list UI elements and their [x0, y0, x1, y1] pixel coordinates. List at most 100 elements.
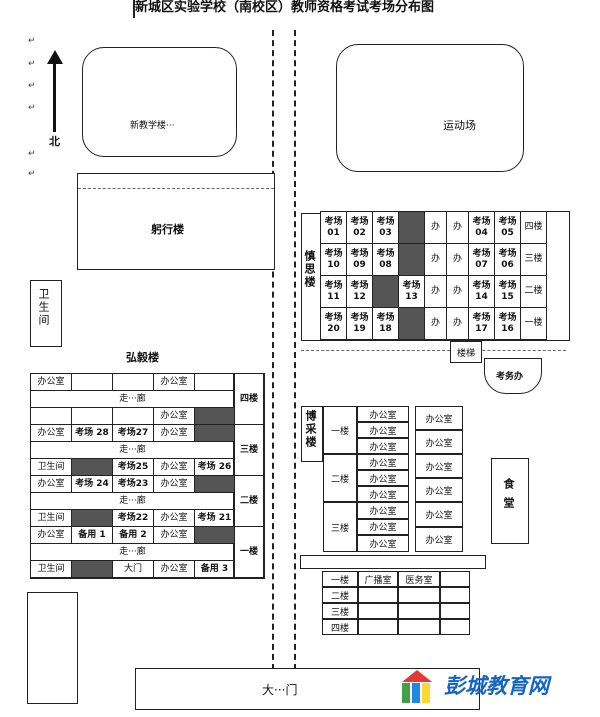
- bocai-building: 一楼办公室办公室办公室办公室办公室二楼办公室办公室办公室办公室办公室三楼办公室办…: [323, 406, 463, 552]
- exam-room: 考场 20: [320, 307, 347, 340]
- sports-field: [336, 44, 524, 172]
- dark-block: [398, 307, 425, 340]
- exam-room: 考场25: [112, 458, 154, 476]
- exam-room: 考场 12: [346, 275, 373, 308]
- hongyi-floor-column: 四楼三楼二楼一楼: [234, 373, 265, 579]
- room: 卫生间: [30, 458, 72, 476]
- room: 大门: [112, 560, 154, 578]
- shexing-building-label: 躬行楼: [151, 223, 184, 236]
- empty-room: [71, 509, 113, 527]
- return-mark-icon: ↵: [28, 103, 36, 113]
- canteen: [491, 458, 529, 544]
- shensi-building-label: 慎思楼: [303, 250, 316, 289]
- room: 卫生间: [30, 560, 72, 578]
- room: 办公室: [153, 526, 195, 544]
- office: 办公室: [415, 478, 463, 502]
- bocai-label-cell: [301, 406, 323, 462]
- office: 办: [424, 243, 447, 276]
- corridor: 走···廊: [30, 441, 235, 459]
- room: [398, 603, 440, 619]
- exam-room: 考场 21: [194, 509, 235, 527]
- room: [358, 603, 398, 619]
- office: 办: [424, 211, 447, 244]
- exam-room: 考场 17: [468, 307, 495, 340]
- new-teaching-building: [82, 47, 237, 157]
- room: 办公室: [153, 424, 195, 442]
- room: 办公室: [153, 475, 195, 493]
- north-arrow-icon: [47, 50, 63, 64]
- floor-label: 三楼: [520, 243, 547, 276]
- page-title: 新城区实验学校（南校区）教师资格考试考场分布图: [135, 0, 435, 15]
- north-label: 北: [49, 135, 60, 148]
- room: 办公室: [30, 475, 72, 493]
- room: 卫生间: [30, 509, 72, 527]
- exam-room: 考场 28: [71, 424, 113, 442]
- title-bar: [133, 0, 135, 18]
- room: 办公室: [30, 526, 72, 544]
- empty-room: [112, 407, 154, 425]
- empty-room: [194, 407, 235, 425]
- room: [398, 587, 440, 603]
- office: 办公室: [415, 502, 463, 527]
- office: 办公室: [415, 430, 463, 454]
- empty-room: [194, 475, 235, 493]
- return-mark-icon: ↵: [28, 36, 36, 46]
- dark-block: [372, 275, 399, 308]
- empty-room: [112, 373, 154, 391]
- kaowu-office: [484, 358, 542, 394]
- office: 办: [446, 243, 469, 276]
- room: 办公室: [30, 373, 72, 391]
- exam-room: 考场 03: [372, 211, 399, 244]
- spare-room: 备用 3: [194, 560, 235, 578]
- exam-room: 考场 16: [494, 307, 521, 340]
- floor-label: 二楼: [323, 454, 357, 502]
- exam-room: 考场 24: [71, 475, 113, 493]
- return-mark-icon: ↵: [28, 169, 36, 179]
- floor-label: 三楼: [322, 603, 358, 619]
- office: 办公室: [357, 454, 409, 470]
- room: [440, 571, 470, 587]
- floor-label: 四楼: [322, 619, 358, 635]
- room: 办公室: [153, 407, 195, 425]
- exam-room: 考场 26: [194, 458, 235, 476]
- corridor: 走···廊: [30, 492, 235, 510]
- exam-room: 考场 05: [494, 211, 521, 244]
- shexing-divider: [78, 188, 274, 189]
- floor-label: 一楼: [323, 406, 357, 454]
- office: 办公室: [357, 502, 409, 519]
- main-gate-label: 大···门: [262, 683, 298, 697]
- exam-room: 考场23: [112, 475, 154, 493]
- return-mark-icon: ↵: [28, 59, 36, 69]
- office: 办公室: [357, 470, 409, 486]
- exam-room: 考场 18: [372, 307, 399, 340]
- road-divider-left: [272, 30, 274, 670]
- empty-room: [30, 407, 72, 425]
- empty-room: [71, 407, 113, 425]
- empty-room: [194, 424, 235, 442]
- dark-block: [398, 211, 425, 244]
- floor-label: 四楼: [234, 373, 264, 425]
- exam-room: 考场27: [112, 424, 154, 442]
- exam-room: 考场 15: [494, 275, 521, 308]
- dark-block: [398, 243, 425, 276]
- lower-left-block: [27, 592, 78, 704]
- office: 办公室: [357, 438, 409, 454]
- empty-room: [194, 526, 235, 544]
- canteen-label: 食堂: [502, 478, 515, 516]
- office: 办公室: [357, 535, 409, 552]
- exam-room: 考场 19: [346, 307, 373, 340]
- stairs-block: 楼梯: [450, 341, 482, 363]
- room: 办公室: [153, 458, 195, 476]
- sports-field-label: 运动场: [443, 119, 476, 132]
- room: [358, 619, 398, 635]
- floor-label: 一楼: [234, 526, 264, 578]
- room: 办公室: [153, 560, 195, 578]
- room: [440, 603, 470, 619]
- exam-room: 考场 10: [320, 243, 347, 276]
- empty-room: [71, 458, 113, 476]
- corridor: 走···廊: [30, 390, 235, 408]
- office: 办公室: [357, 422, 409, 438]
- empty-room: [71, 560, 113, 578]
- exam-room: 考场 04: [468, 211, 495, 244]
